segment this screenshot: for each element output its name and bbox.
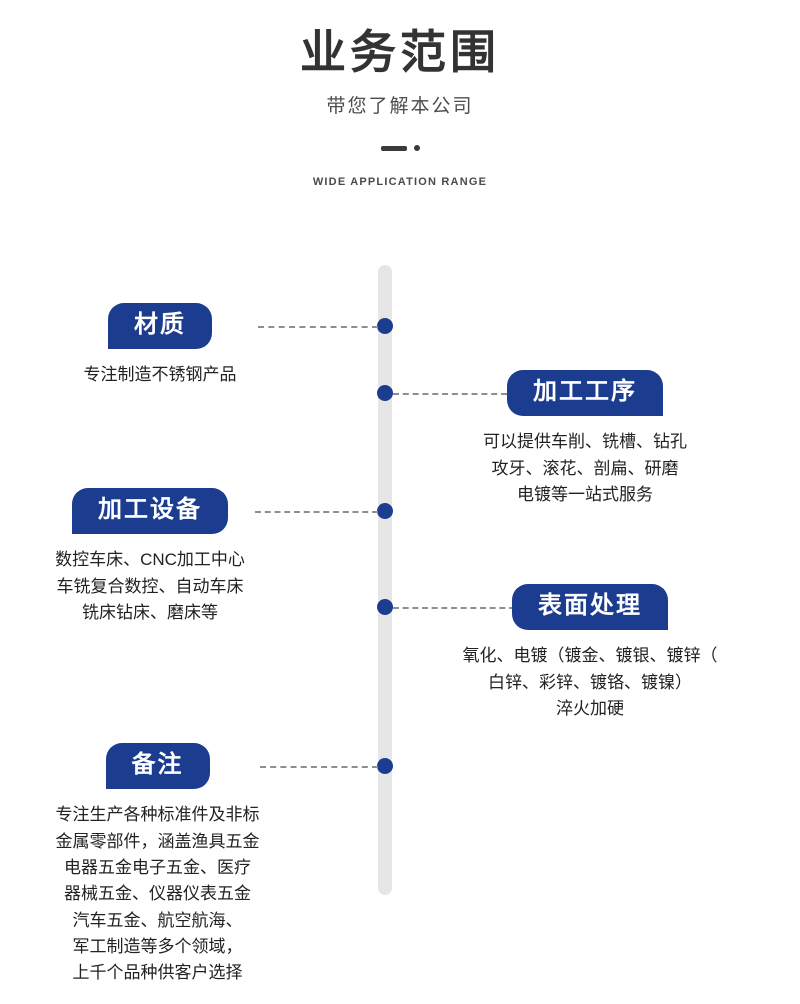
- timeline-item-desc: 专注生产各种标准件及非标 金属零部件，涵盖渔具五金 电器五金电子五金、医疗 器械…: [55, 805, 260, 983]
- divider-bar: [380, 146, 407, 152]
- timeline-item-desc: 氧化、电镀（镀金、镀银、镀锌（ 白锌、彩锌、镀铬、镀镍） 淬火加硬: [462, 646, 718, 719]
- timeline-track: [378, 265, 392, 895]
- timeline-item-tag: 加工工序: [507, 370, 663, 417]
- page-english-title: WIDE APPLICATION RANGE: [312, 175, 488, 188]
- timeline-item-material[interactable]: 材质 专注制造不锈钢产品: [60, 303, 260, 389]
- timeline-item-tag: 表面处理: [512, 584, 668, 631]
- timeline-node-remarks: [377, 758, 393, 774]
- timeline-item-tag: 材质: [108, 303, 212, 350]
- timeline-item-remarks[interactable]: 备注 专注生产各种标准件及非标 金属零部件，涵盖渔具五金 电器五金电子五金、医疗…: [55, 743, 260, 987]
- connector-remarks: [260, 766, 378, 768]
- divider-dot: [413, 145, 420, 152]
- timeline-item-tag: 加工设备: [72, 488, 228, 535]
- timeline-item-surface-treatment[interactable]: 表面处理 氧化、电镀（镀金、镀银、镀锌（ 白锌、彩锌、镀铬、镀镍） 淬火加硬: [425, 584, 755, 722]
- timeline-node-processing-equipment: [377, 503, 393, 519]
- connector-processing-steps: [393, 393, 507, 395]
- timeline-item-desc: 数控车床、CNC加工中心 车铣复合数控、自动车床 铣床钻床、磨床等: [55, 550, 245, 623]
- timeline-node-processing-steps: [377, 385, 393, 401]
- timeline-item-desc: 可以提供车削、铣槽、钻孔 攻牙、滚花、剖扁、研磨 电镀等一站式服务: [483, 432, 687, 505]
- connector-processing-equipment: [255, 511, 378, 513]
- page-subtitle: 带您了解本公司: [326, 95, 474, 117]
- page-header: 业务范围 带您了解本公司 WIDE APPLICATION RANGE: [0, 0, 800, 188]
- timeline-node-material: [377, 318, 393, 334]
- connector-material: [258, 326, 378, 328]
- timeline-item-processing-steps[interactable]: 加工工序 可以提供车削、铣槽、钻孔 攻牙、滚花、剖扁、研磨 电镀等一站式服务: [440, 370, 730, 508]
- timeline-node-surface-treatment: [377, 599, 393, 615]
- timeline-item-tag: 备注: [105, 743, 210, 790]
- timeline-item-processing-equipment[interactable]: 加工设备 数控车床、CNC加工中心 车铣复合数控、自动车床 铣床钻床、磨床等: [40, 488, 260, 626]
- dash-dot-divider-icon: [0, 140, 800, 154]
- timeline-item-desc: 专注制造不锈钢产品: [83, 365, 237, 385]
- page-title: 业务范围: [300, 26, 500, 78]
- connector-surface-treatment: [393, 607, 515, 609]
